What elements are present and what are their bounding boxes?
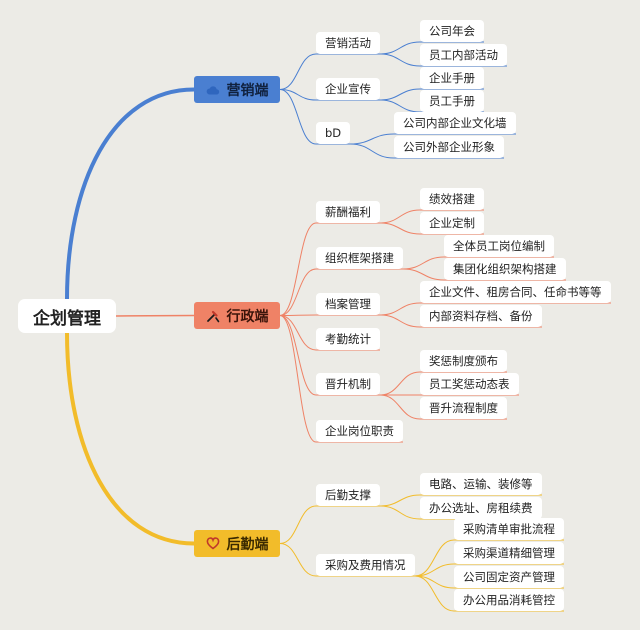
topic-logistics-support[interactable]: 后勤支撑 [316, 484, 380, 506]
leaf-performance[interactable]: 绩效搭建 [420, 188, 484, 210]
leaf-fixed-assets-link [414, 575, 455, 589]
topic-logistics-support-link [279, 505, 317, 544]
leaf-purchase-approval[interactable]: 采购清单审批流程 [454, 518, 564, 540]
leaf-archive[interactable]: 内部资料存档、备份 [420, 305, 542, 327]
leaf-promotion-flow-link [379, 394, 421, 420]
branch-marketing-label: 营销端 [226, 82, 269, 99]
topic-procurement-link [279, 543, 317, 577]
root-to-marketing-link [65, 87, 196, 301]
leaf-employee-handbook[interactable]: 员工手册 [420, 90, 484, 112]
leaf-purchase-channels-link [414, 563, 455, 577]
branch-logistics[interactable]: 后勤端 [194, 530, 280, 557]
leaf-customization[interactable]: 企业定制 [420, 212, 484, 234]
leaf-group-structure[interactable]: 集团化组织架构搭建 [444, 258, 566, 280]
topic-marketing-events[interactable]: 营销活动 [316, 32, 380, 54]
leaf-office-supplies-link [414, 575, 455, 612]
leaf-company-brochure-link [379, 88, 421, 101]
branch-admin[interactable]: 行政端 [194, 302, 280, 329]
leaf-documents-link [379, 302, 421, 316]
leaf-staff-activities-link [379, 53, 421, 67]
leaf-annual-party[interactable]: 公司年会 [420, 20, 484, 42]
leaf-fixed-assets[interactable]: 公司固定资产管理 [454, 566, 564, 588]
leaf-rewards-policy[interactable]: 奖惩制度颁布 [420, 350, 507, 372]
leaf-office-site-link [379, 505, 421, 520]
cloud-icon [206, 83, 220, 97]
leaf-documents[interactable]: 企业文件、租房合同、任命书等等 [420, 281, 611, 303]
leaf-culture-wall[interactable]: 公司内部企业文化墙 [394, 112, 516, 134]
topic-attendance-link [279, 315, 317, 351]
topic-records-link [279, 314, 317, 316]
leaf-archive-link [379, 314, 421, 328]
leaf-headcount-link [402, 256, 445, 270]
leaf-external-image-link [349, 143, 395, 159]
leaf-company-brochure[interactable]: 企业手册 [420, 67, 484, 89]
topic-marketing-events-link [279, 53, 317, 90]
topic-promotion[interactable]: 晋升机制 [316, 373, 380, 395]
leaf-purchase-approval-link [414, 539, 455, 577]
leaf-promotion-flow[interactable]: 晋升流程制度 [420, 397, 507, 419]
topic-records[interactable]: 档案管理 [316, 293, 380, 315]
root-node[interactable]: 企划管理 [18, 299, 116, 333]
leaf-headcount[interactable]: 全体员工岗位编制 [444, 235, 554, 257]
topic-bd[interactable]: bD [316, 122, 351, 144]
leaf-external-image[interactable]: 公司外部企业形象 [394, 136, 504, 158]
topic-attendance[interactable]: 考勤统计 [316, 328, 380, 350]
leaf-performance-link [379, 209, 421, 224]
leaf-staff-activities[interactable]: 员工内部活动 [420, 44, 507, 66]
tools-icon [206, 309, 220, 323]
leaf-rewards-table[interactable]: 员工奖惩动态表 [420, 373, 519, 395]
leaf-customization-link [379, 222, 421, 235]
leaf-group-structure-link [402, 268, 445, 281]
topic-job-duties[interactable]: 企业岗位职责 [316, 420, 403, 442]
topic-procurement[interactable]: 采购及费用情况 [316, 554, 415, 576]
topic-corporate-publicity[interactable]: 企业宣传 [316, 78, 380, 100]
root-to-admin-link [115, 314, 195, 317]
branch-admin-label: 行政端 [226, 308, 269, 325]
topic-org-structure[interactable]: 组织框架搭建 [316, 247, 403, 269]
leaf-culture-wall-link [349, 133, 395, 145]
topic-promotion-link [279, 315, 317, 396]
leaf-circuit-transport[interactable]: 电路、运输、装修等 [420, 473, 542, 495]
leaf-rewards-policy-link [379, 371, 421, 396]
topic-compensation[interactable]: 薪酬福利 [316, 201, 380, 223]
topic-compensation-link [279, 222, 317, 316]
branch-marketing[interactable]: 营销端 [194, 76, 280, 103]
topic-org-structure-link [279, 268, 317, 316]
topic-job-duties-link [279, 315, 317, 443]
leaf-office-site[interactable]: 办公选址、房租续费 [420, 497, 542, 519]
root-to-logistics-link [65, 331, 196, 546]
root-label: 企划管理 [33, 308, 101, 329]
leaf-employee-handbook-link [379, 99, 421, 113]
leaf-circuit-transport-link [379, 494, 421, 507]
branch-logistics-label: 后勤端 [226, 536, 269, 553]
topic-corporate-publicity-link [279, 89, 317, 101]
leaf-office-supplies[interactable]: 办公用品消耗管控 [454, 589, 564, 611]
leaf-purchase-channels[interactable]: 采购渠道精细管理 [454, 542, 564, 564]
topic-bd-link [279, 89, 317, 145]
leaf-annual-party-link [379, 41, 421, 55]
heart-icon [206, 537, 220, 551]
